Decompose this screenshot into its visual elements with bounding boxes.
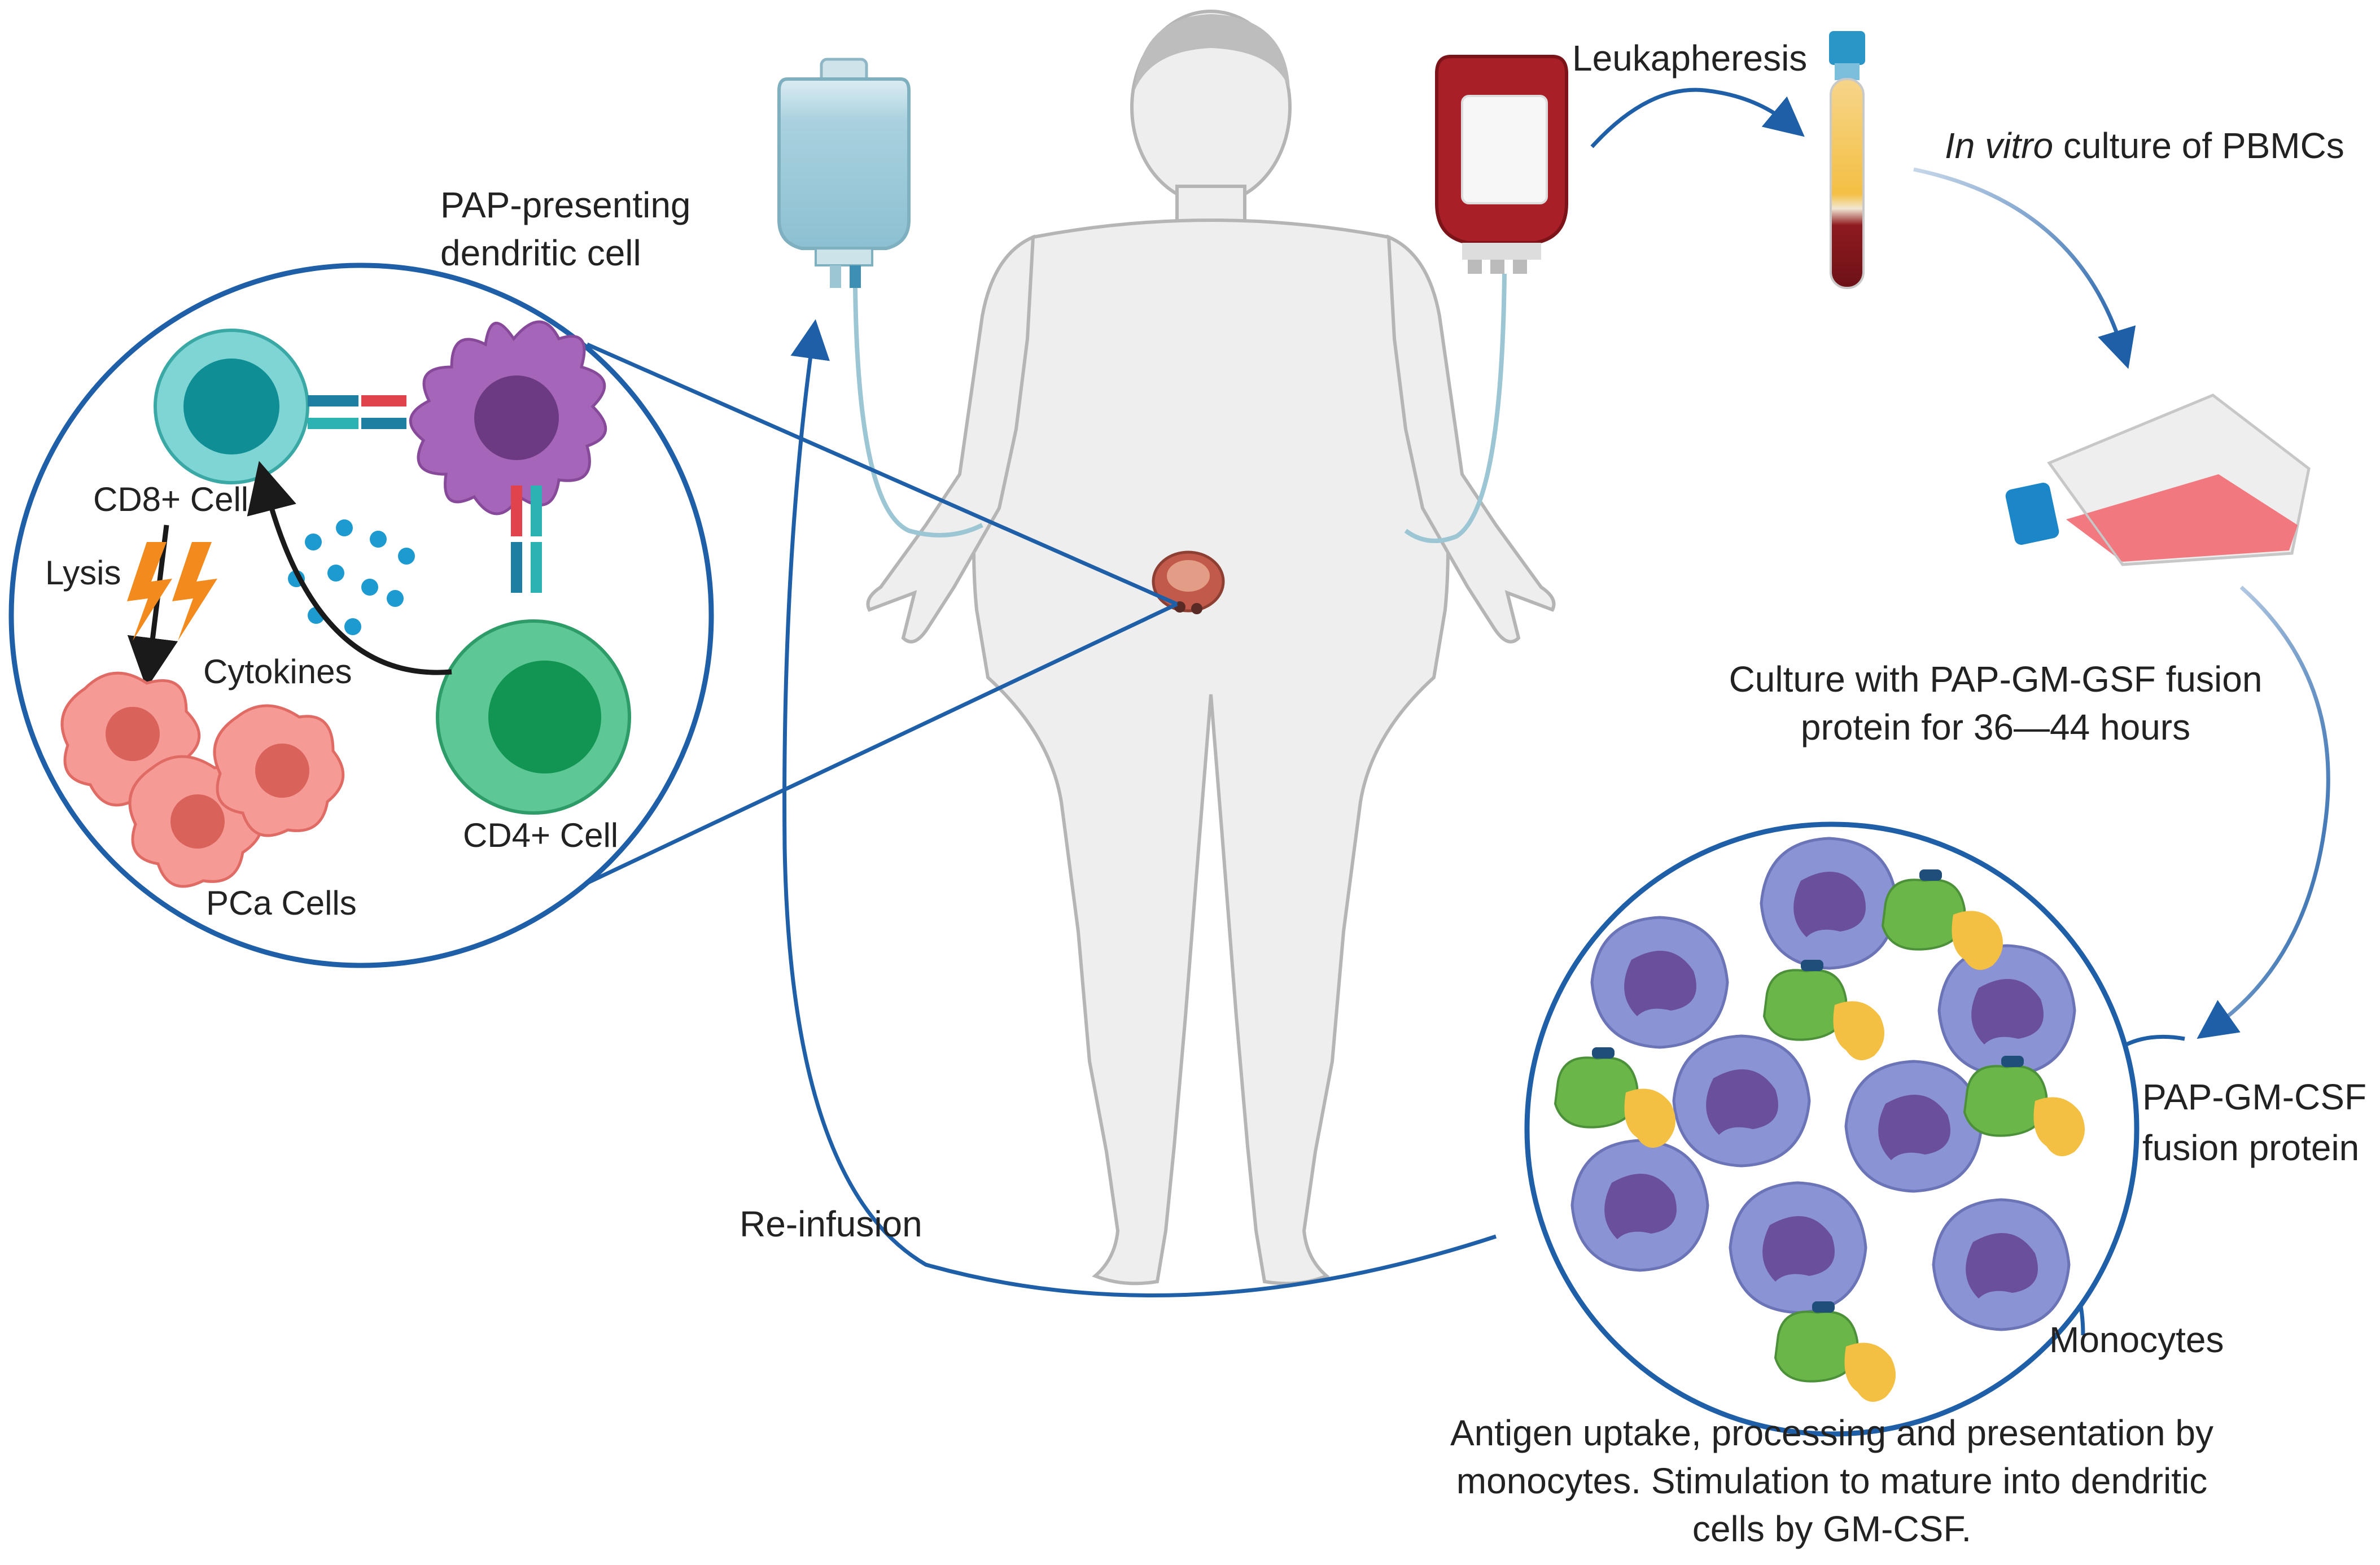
label-culture-line2: protein for 36—44 hours: [1801, 707, 2190, 747]
label-antigen-line1: Antigen uptake, processing and presentat…: [1450, 1413, 2213, 1453]
arrow-culture-to-circle: [2197, 585, 2330, 1039]
label-in-vitro-rest: culture of PBMCs: [2053, 125, 2344, 166]
label-lysis: Lysis: [45, 554, 121, 592]
label-reinfusion: Re-infusion: [740, 1204, 922, 1244]
arrow-leukapheresis: [1590, 88, 1805, 148]
label-pap-dc-line1: PAP-presenting: [440, 185, 691, 225]
immune-response-circle: [8, 263, 714, 968]
fusion-protein-icons: [1554, 869, 2085, 1402]
label-cd8: CD8+ Cell: [93, 480, 248, 518]
pca-cells-icon: [60, 671, 345, 888]
tcr-mhc-receptors: [308, 395, 542, 593]
label-cd4: CD4+ Cell: [463, 816, 618, 854]
iv-saline-bag-icon: [777, 58, 983, 537]
label-antigen-line2: monocytes. Stimulation to mature into de…: [1456, 1461, 2207, 1501]
cytokine-arrow: [247, 461, 452, 675]
culture-flask-icon: [2005, 394, 2311, 566]
arrow-reinfusion: [782, 319, 1497, 1298]
label-fusion-line1: PAP-GM-CSF: [2142, 1077, 2366, 1117]
label-fusion-line2: fusion protein: [2142, 1127, 2359, 1168]
cd4-cell-icon: [436, 619, 631, 815]
label-in-vitro-italic: In vitro: [1945, 125, 2053, 166]
label-antigen-line3: cells by GM-CSF.: [1692, 1509, 1971, 1549]
label-leukapheresis: Leukapheresis: [1572, 38, 1807, 78]
label-cytokines: Cytokines: [203, 653, 352, 690]
label-in-vitro: In vitro culture of PBMCs: [1945, 125, 2344, 166]
lightning-icon: [127, 542, 217, 641]
label-monocytes: Monocytes: [2049, 1319, 2224, 1360]
human-body-figure: [866, 10, 1556, 1286]
label-pca: PCa Cells: [206, 884, 357, 922]
cytokine-dots: [288, 519, 415, 635]
prostate-icon: [1152, 550, 1225, 614]
label-pap-dc-line2: dendritic cell: [440, 233, 641, 273]
cd8-cell-icon: [154, 329, 309, 484]
blood-tube-icon: [1829, 31, 1865, 289]
zoom-lines: [555, 342, 1178, 900]
blood-bag-icon: [1404, 55, 1568, 543]
arrow-to-flask: [1913, 167, 2136, 369]
monocyte-icons: [1570, 837, 2076, 1331]
monocyte-culture-circle: [1524, 821, 2140, 1437]
label-culture-line1: Culture with PAP-GM-GSF fusion: [1729, 659, 2263, 700]
dendritic-cell-icon: [409, 320, 607, 515]
